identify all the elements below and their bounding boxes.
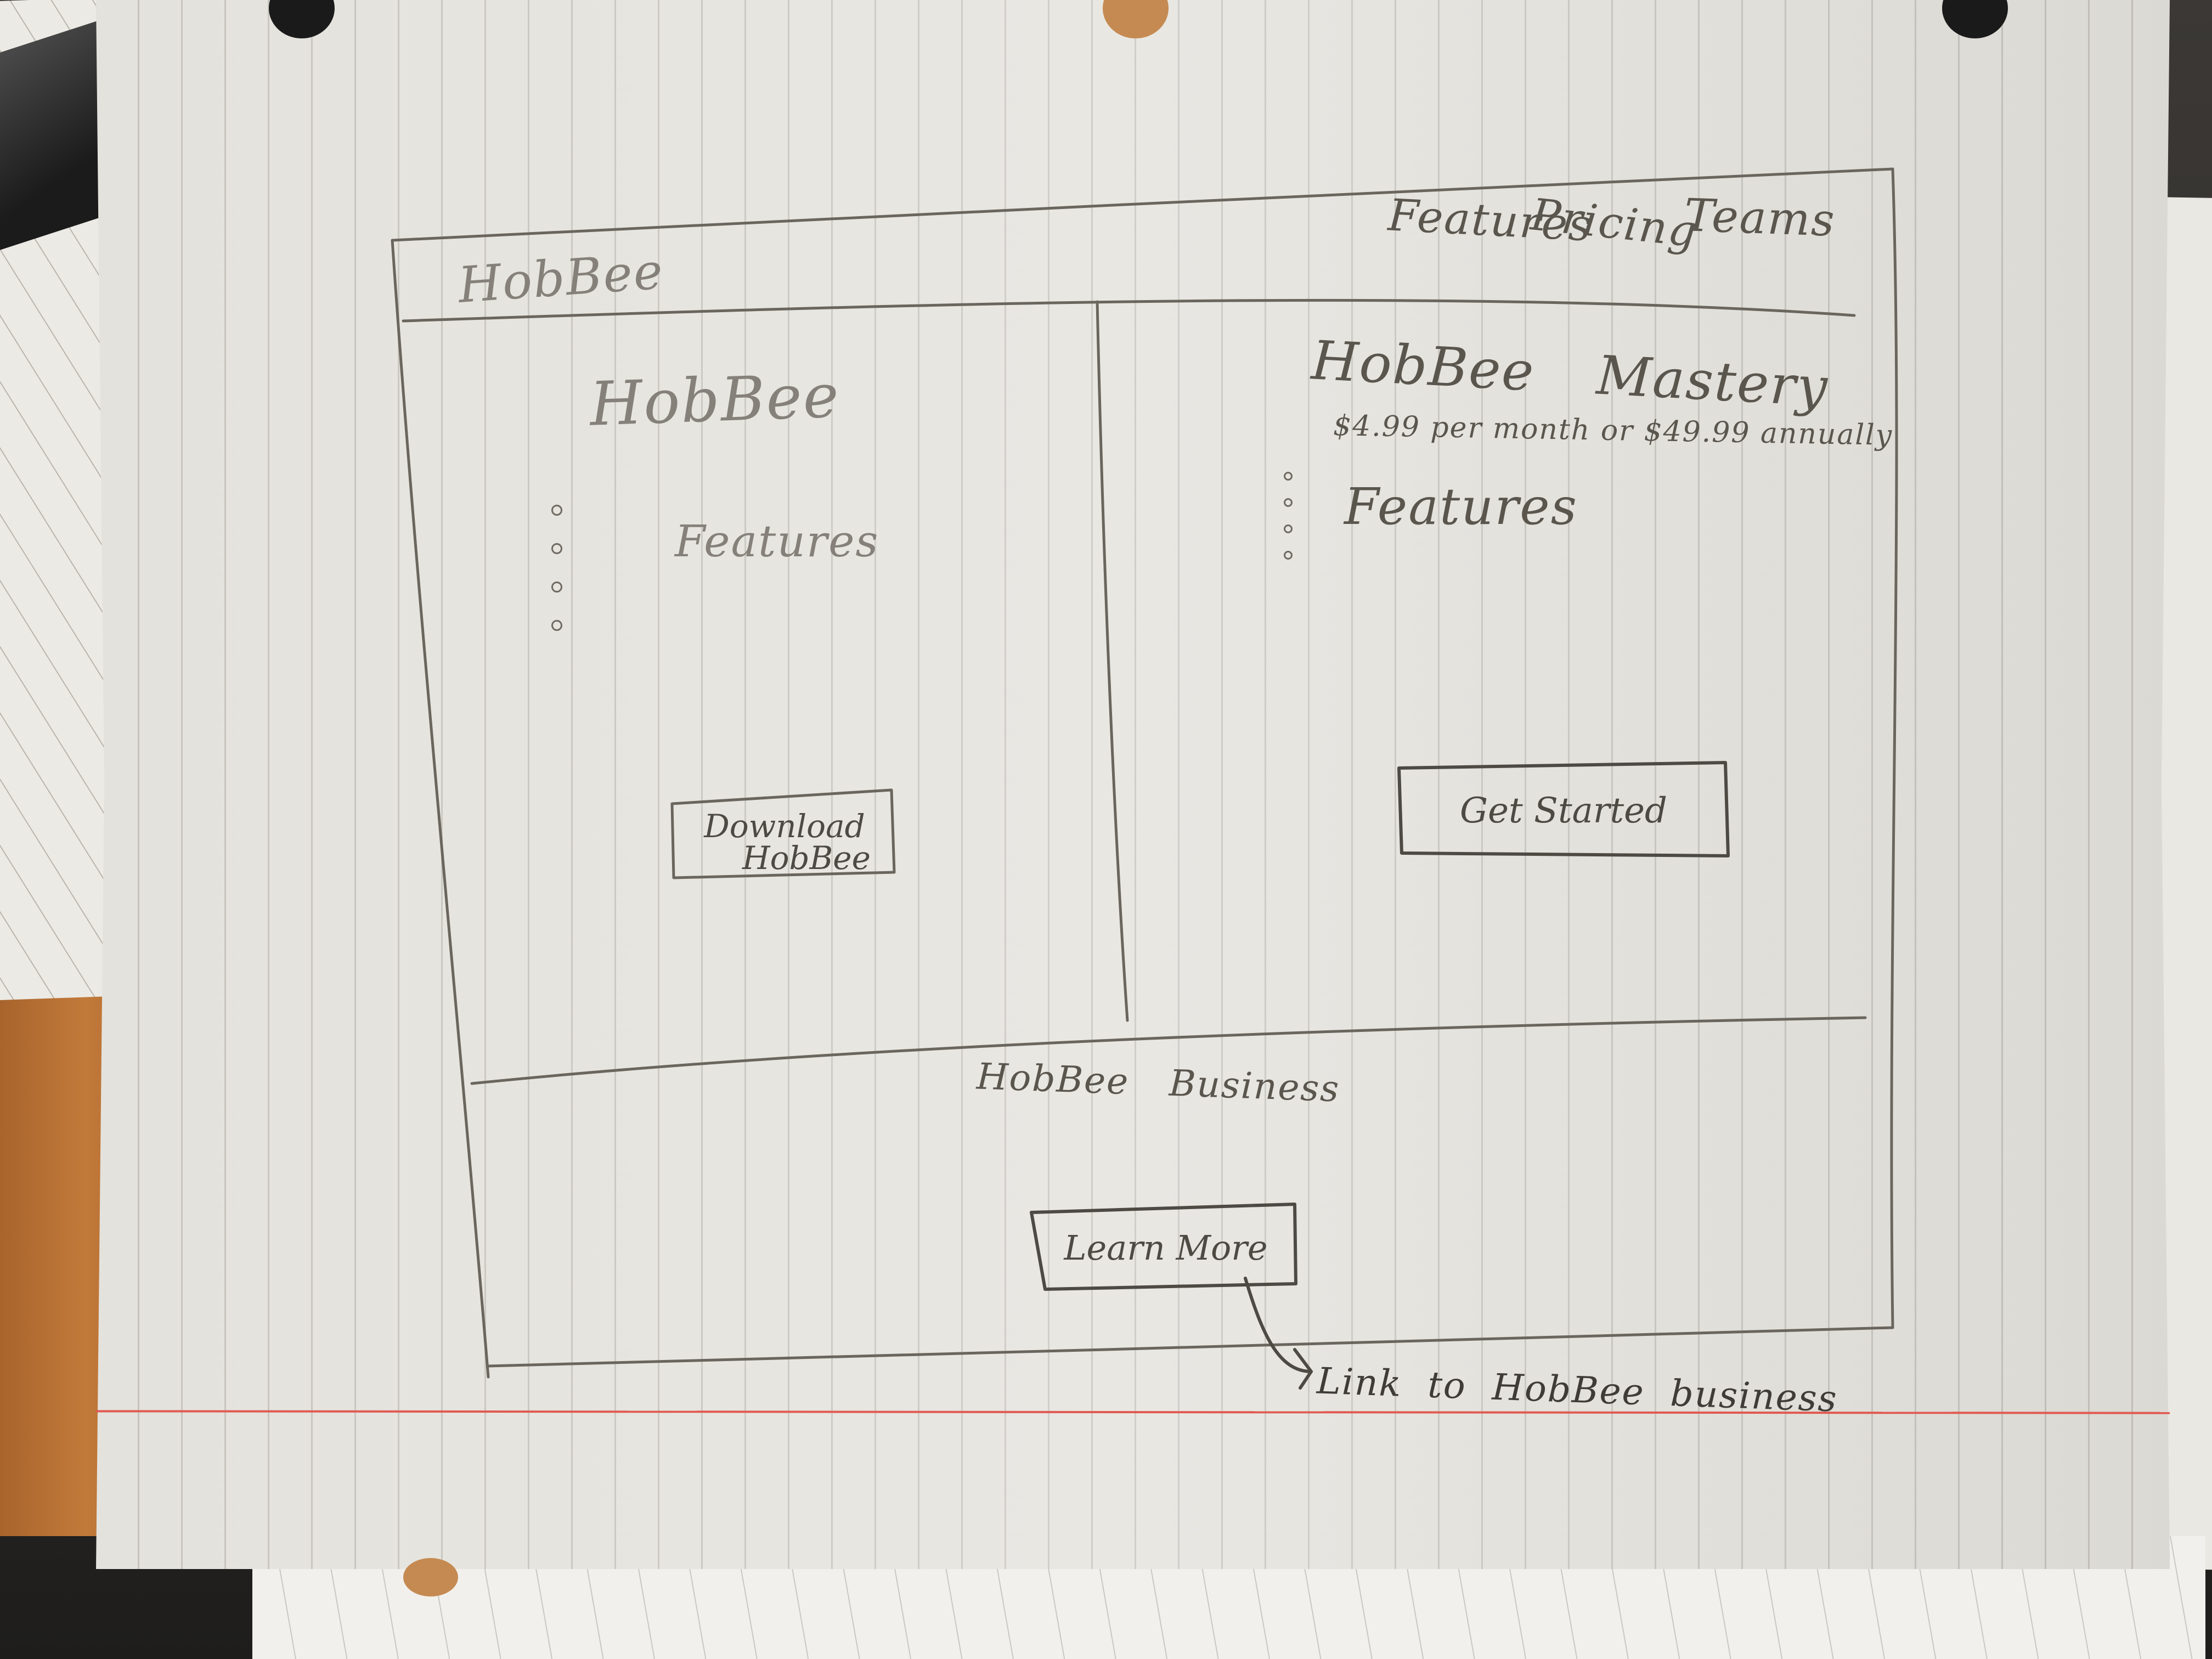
learn-more-button[interactable]: Learn More bbox=[1064, 1228, 1268, 1268]
notebook-paper bbox=[96, 0, 2170, 1569]
feature-bullet bbox=[1284, 524, 1293, 533]
feature-bullet bbox=[551, 505, 562, 516]
feature-bullet bbox=[551, 543, 562, 554]
right-features-label: Features bbox=[1344, 477, 1578, 536]
learn-more-button-outline bbox=[1030, 1203, 1297, 1291]
get-started-button[interactable]: Get Started bbox=[1460, 790, 1667, 831]
left-feature-bullets bbox=[551, 505, 562, 631]
business-divider bbox=[470, 1016, 1867, 1085]
download-hobbee-button[interactable]: Download HobBee bbox=[683, 809, 886, 875]
annotation-arrow bbox=[1244, 1277, 1313, 1373]
download-button-line1: Download bbox=[704, 808, 865, 845]
download-button-line2: HobBee bbox=[742, 839, 871, 877]
get-started-button-outline bbox=[1397, 761, 1730, 857]
frame-top-edge bbox=[391, 167, 1894, 242]
panel-divider bbox=[1096, 300, 1129, 1022]
frame-left-edge bbox=[391, 239, 490, 1379]
download-button-outline bbox=[670, 788, 896, 879]
annotation-arrowhead bbox=[1293, 1348, 1313, 1390]
nav-link-teams[interactable]: Teams bbox=[1683, 189, 1837, 247]
frame-bottom-edge bbox=[487, 1326, 1894, 1368]
feature-bullet bbox=[1284, 551, 1293, 560]
left-panel-title: HobBee bbox=[588, 360, 841, 439]
left-features-label: Features bbox=[675, 516, 879, 567]
feature-bullet bbox=[551, 582, 562, 592]
punch-hole-bottom bbox=[403, 1558, 458, 1596]
frame-right-edge bbox=[1890, 167, 1898, 1329]
feature-bullet bbox=[551, 620, 562, 631]
feature-bullet bbox=[1284, 498, 1293, 507]
feature-bullet bbox=[1284, 472, 1293, 481]
navbar-divider bbox=[402, 298, 1856, 323]
right-feature-bullets bbox=[1284, 472, 1293, 560]
